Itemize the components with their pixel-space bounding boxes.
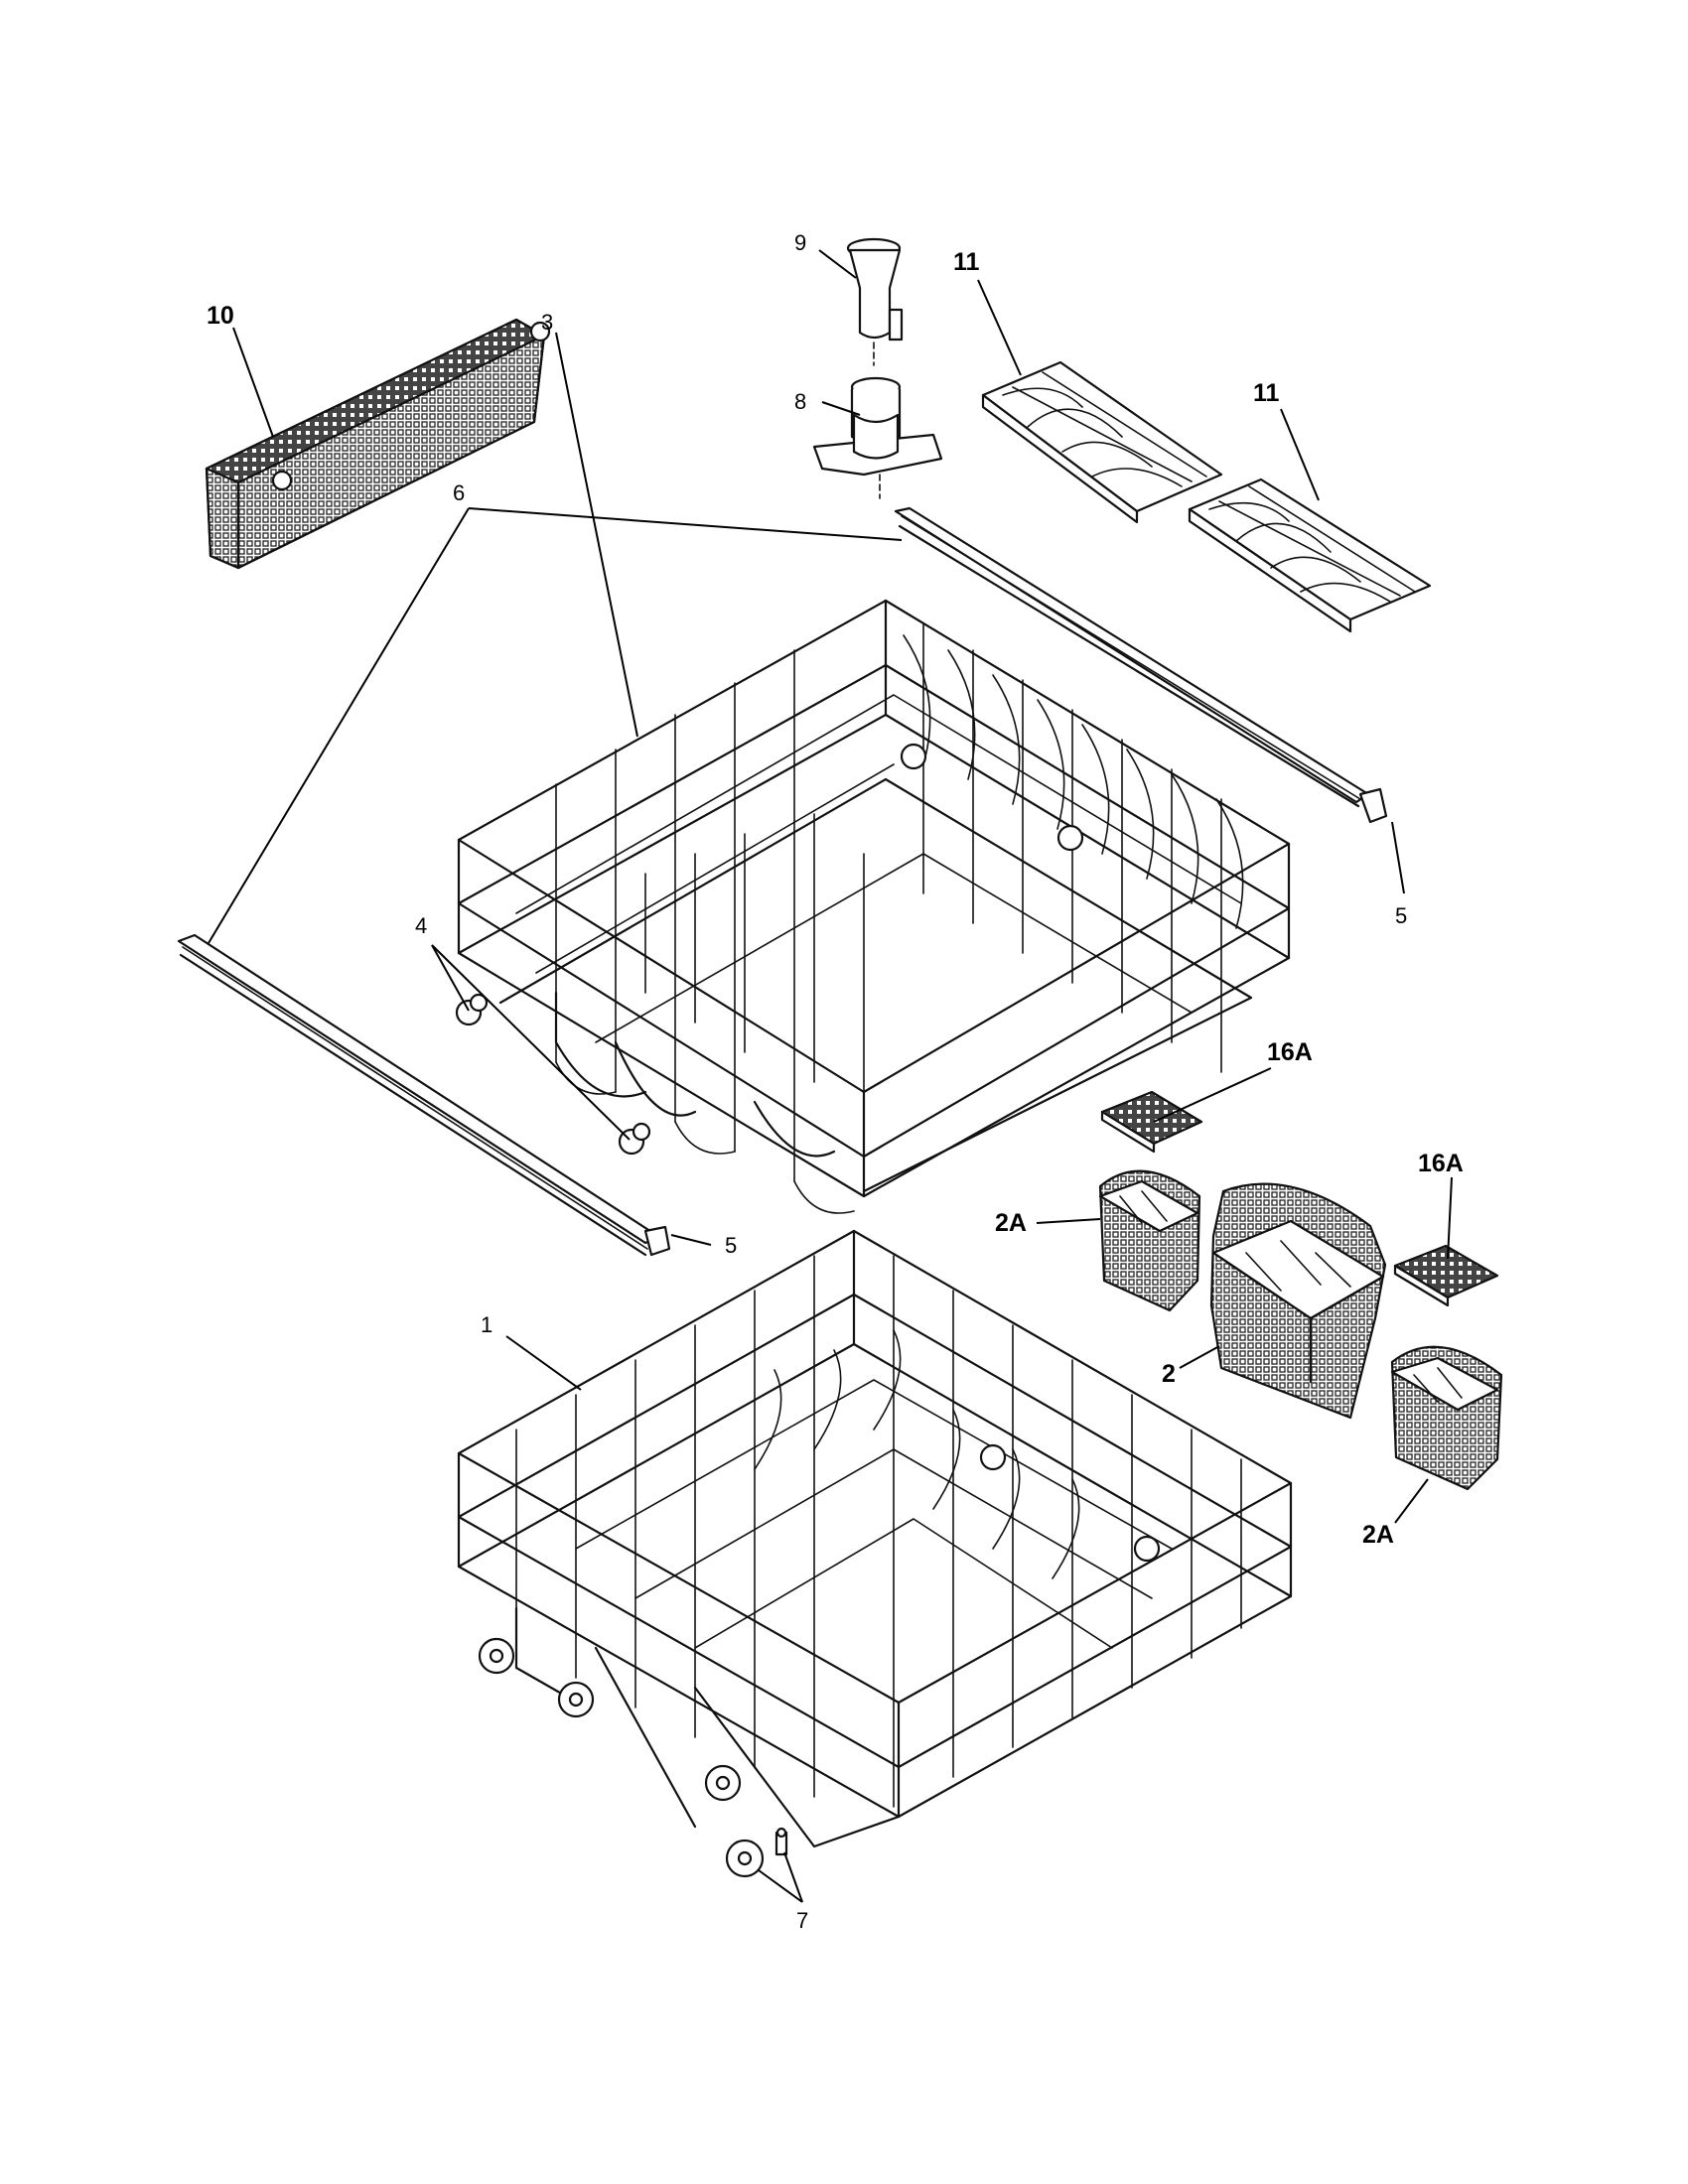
leader-10 (232, 327, 274, 438)
leader-9 (818, 249, 857, 279)
callout-11-top: 11 (953, 248, 980, 276)
silverware-basket-part-2 (1209, 1182, 1387, 1420)
callout-2a-right: 2A (1362, 1521, 1394, 1549)
lower-rack-wheel-2 (557, 1681, 595, 1718)
leader-lines (208, 249, 1453, 1903)
callout-9: 9 (794, 230, 806, 255)
leader-3 (555, 332, 638, 738)
leader-1 (505, 1335, 582, 1391)
leader-2a-right (1394, 1478, 1429, 1524)
basket-insert-part-2a-right (1390, 1345, 1503, 1491)
leader-8 (821, 401, 861, 416)
callout-5-left: 5 (725, 1233, 737, 1258)
callout-4: 4 (415, 913, 427, 938)
callout-3: 3 (541, 310, 553, 335)
leader-4-b (431, 944, 631, 1141)
leader-7-b (783, 1851, 803, 1903)
callout-labels: 10 9 11 8 11 6 3 5 4 16A 5 2A 16A 1 2 2A… (207, 230, 1464, 1933)
basket-lid-part-16a-top (1100, 1090, 1203, 1154)
callout-8: 8 (794, 389, 806, 414)
nozzle-mount-part-8 (812, 376, 943, 499)
upper-dish-rack-part-3 (457, 599, 1291, 1214)
wheel-part-7 (725, 1839, 765, 1878)
callout-7: 7 (796, 1908, 808, 1933)
rack-insert-part-11-bottom (1188, 478, 1432, 633)
leader-16a-top (1153, 1067, 1272, 1123)
callout-2: 2 (1162, 1360, 1176, 1388)
leader-2 (1179, 1345, 1220, 1369)
leader-6-b (208, 507, 470, 944)
rack-stop-part-4-b (618, 1122, 651, 1156)
leader-11-bottom (1280, 408, 1320, 501)
rack-insert-part-11-top (981, 360, 1223, 524)
axle-clip-part-7 (774, 1827, 788, 1856)
basket-insert-part-2a-left (1098, 1169, 1201, 1312)
leader-7-a (758, 1869, 803, 1903)
lower-rack-wheel-3 (704, 1764, 742, 1802)
lower-rack-wheel-1 (478, 1637, 515, 1675)
callout-2a-left: 2A (995, 1209, 1027, 1237)
connector-cup-part-9 (846, 237, 904, 366)
callout-11-bottom: 11 (1253, 379, 1280, 407)
callout-16a-right: 16A (1418, 1150, 1464, 1177)
leader-11-top (977, 279, 1022, 376)
callout-5-right: 5 (1395, 903, 1407, 928)
silverware-basket-part-10 (205, 318, 551, 570)
basket-lid-part-16a-right (1393, 1244, 1499, 1307)
callout-16a-top: 16A (1267, 1038, 1313, 1066)
leader-6-a (468, 507, 903, 541)
leader-2a-left (1036, 1218, 1101, 1224)
rail-end-cap-part-5-left (643, 1225, 671, 1257)
callout-1: 1 (481, 1312, 492, 1337)
leader-16a-right (1447, 1176, 1453, 1260)
rack-stop-part-4-a (455, 993, 489, 1026)
rail-end-cap-part-5-right (1358, 787, 1388, 824)
callout-10: 10 (207, 302, 234, 330)
leader-4-a (431, 944, 470, 1012)
callout-6: 6 (453, 480, 465, 505)
leader-5-right (1391, 821, 1405, 894)
lower-dish-rack-part-1 (457, 1229, 1293, 1848)
leader-5-left (670, 1234, 712, 1246)
